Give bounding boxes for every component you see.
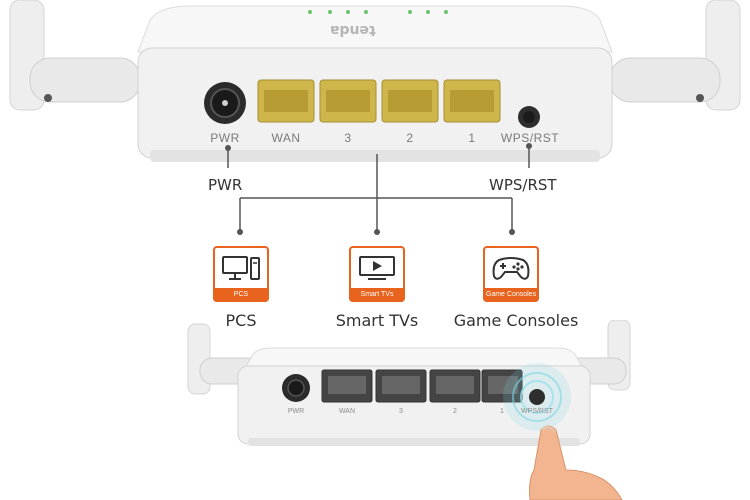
bottom-lan-port-1: [481, 369, 523, 403]
led-row: [308, 10, 448, 14]
lan-port-1: [443, 79, 501, 123]
device-card-game-console: Game Consoles: [483, 246, 539, 302]
callout-pwr: PWR: [208, 176, 243, 194]
pc-icon: [215, 252, 267, 284]
connector-lines: [225, 143, 532, 235]
bottom-router-illustration: [187, 320, 631, 500]
power-jack: [204, 82, 246, 124]
device-band-game-console: Game Consoles: [483, 288, 539, 302]
right-antenna: [609, 0, 741, 111]
bottom-port-label-3: 3: [399, 408, 403, 415]
lan-port-3: [319, 79, 377, 123]
bottom-power-jack: [282, 374, 310, 402]
bottom-wan-port: [321, 369, 373, 403]
top-port-label-2: 2: [406, 131, 414, 145]
device-label-game-console: Game Consoles: [453, 311, 579, 330]
router-top-cover: [137, 5, 613, 53]
bottom-lan-port-3: [375, 369, 427, 403]
top-port-label-3: 3: [344, 131, 352, 145]
game-controller-icon: [485, 252, 537, 284]
bottom-port-label-1: 1: [500, 408, 504, 415]
bottom-lan-port-2: [429, 369, 481, 403]
top-port-label-pwr: PWR: [210, 131, 240, 145]
device-band-smart-tv: Smart TVs: [349, 288, 405, 302]
bottom-port-label-wan: WAN: [338, 408, 356, 415]
left-antenna: [9, 0, 141, 111]
callout-wps: WPS/RST: [489, 176, 557, 194]
wps-glow: [503, 363, 571, 431]
pointing-finger: [529, 425, 623, 500]
top-port-label-1: 1: [468, 131, 476, 145]
bottom-router-top-cover: [243, 347, 585, 371]
device-label-smart-tv: Smart TVs: [335, 311, 419, 330]
top-port-label-wan: WAN: [271, 131, 301, 145]
wps-button: [518, 106, 540, 128]
device-card-pc: PCS: [213, 246, 269, 302]
bottom-port-label-pwr: PWR: [287, 408, 305, 415]
top-port-label-wps: WPS/RST: [500, 131, 560, 145]
device-band-pc: PCS: [213, 288, 269, 302]
smart-tv-icon: [351, 252, 403, 284]
bottom-port-label-wps: WPS/RST: [521, 408, 553, 415]
bottom-port-label-2: 2: [453, 408, 457, 415]
top-router-illustration: [9, 0, 741, 162]
lan-port-2: [381, 79, 439, 123]
device-label-pc: PCS: [225, 311, 257, 330]
wan-port: [257, 79, 315, 123]
device-card-smart-tv: Smart TVs: [349, 246, 405, 302]
